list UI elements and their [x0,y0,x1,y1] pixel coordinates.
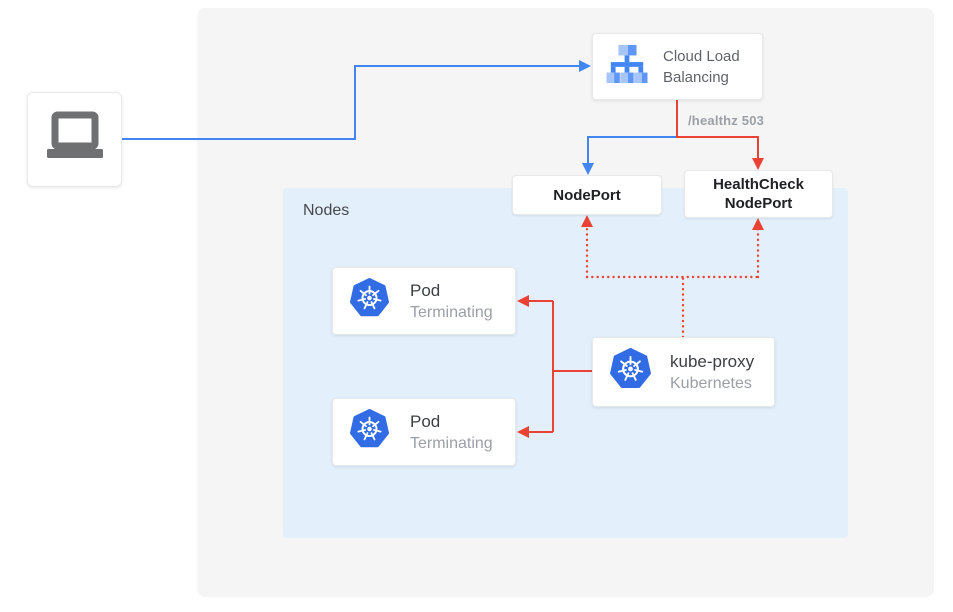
cloud-load-balancing-card: Cloud Load Balancing [592,33,763,100]
nodes-label: Nodes [303,202,350,219]
kube-proxy-card: kube-proxy Kubernetes [592,337,775,407]
healthz-status-label: /healthz 503 [688,113,765,128]
pod-status: Terminating [410,435,493,452]
nodeport-card: NodePort [512,175,662,215]
pod-card-1: Pod Terminating [332,267,516,335]
pod-card-2: Pod Terminating [332,398,516,466]
kube-proxy-subtitle: Kubernetes [670,375,752,392]
laptop-icon [43,110,107,169]
healthcheck-nodeport-label: HealthCheck NodePort [713,176,804,212]
healthcheck-nodeport-card: HealthCheck NodePort [684,170,833,218]
nodeport-label: NodePort [553,186,621,204]
pod-status: Terminating [410,304,493,321]
cloud-load-balancing-label: Cloud Load Balancing [663,47,740,86]
kube-proxy-title: kube-proxy [670,352,755,371]
kubernetes-icon [607,347,654,397]
kubernetes-icon [347,408,392,456]
client-card [27,92,122,187]
cloud-load-balancing-icon [605,44,649,89]
kubernetes-icon [347,277,392,325]
pod-title: Pod [410,281,441,300]
pod-title: Pod [410,412,441,431]
